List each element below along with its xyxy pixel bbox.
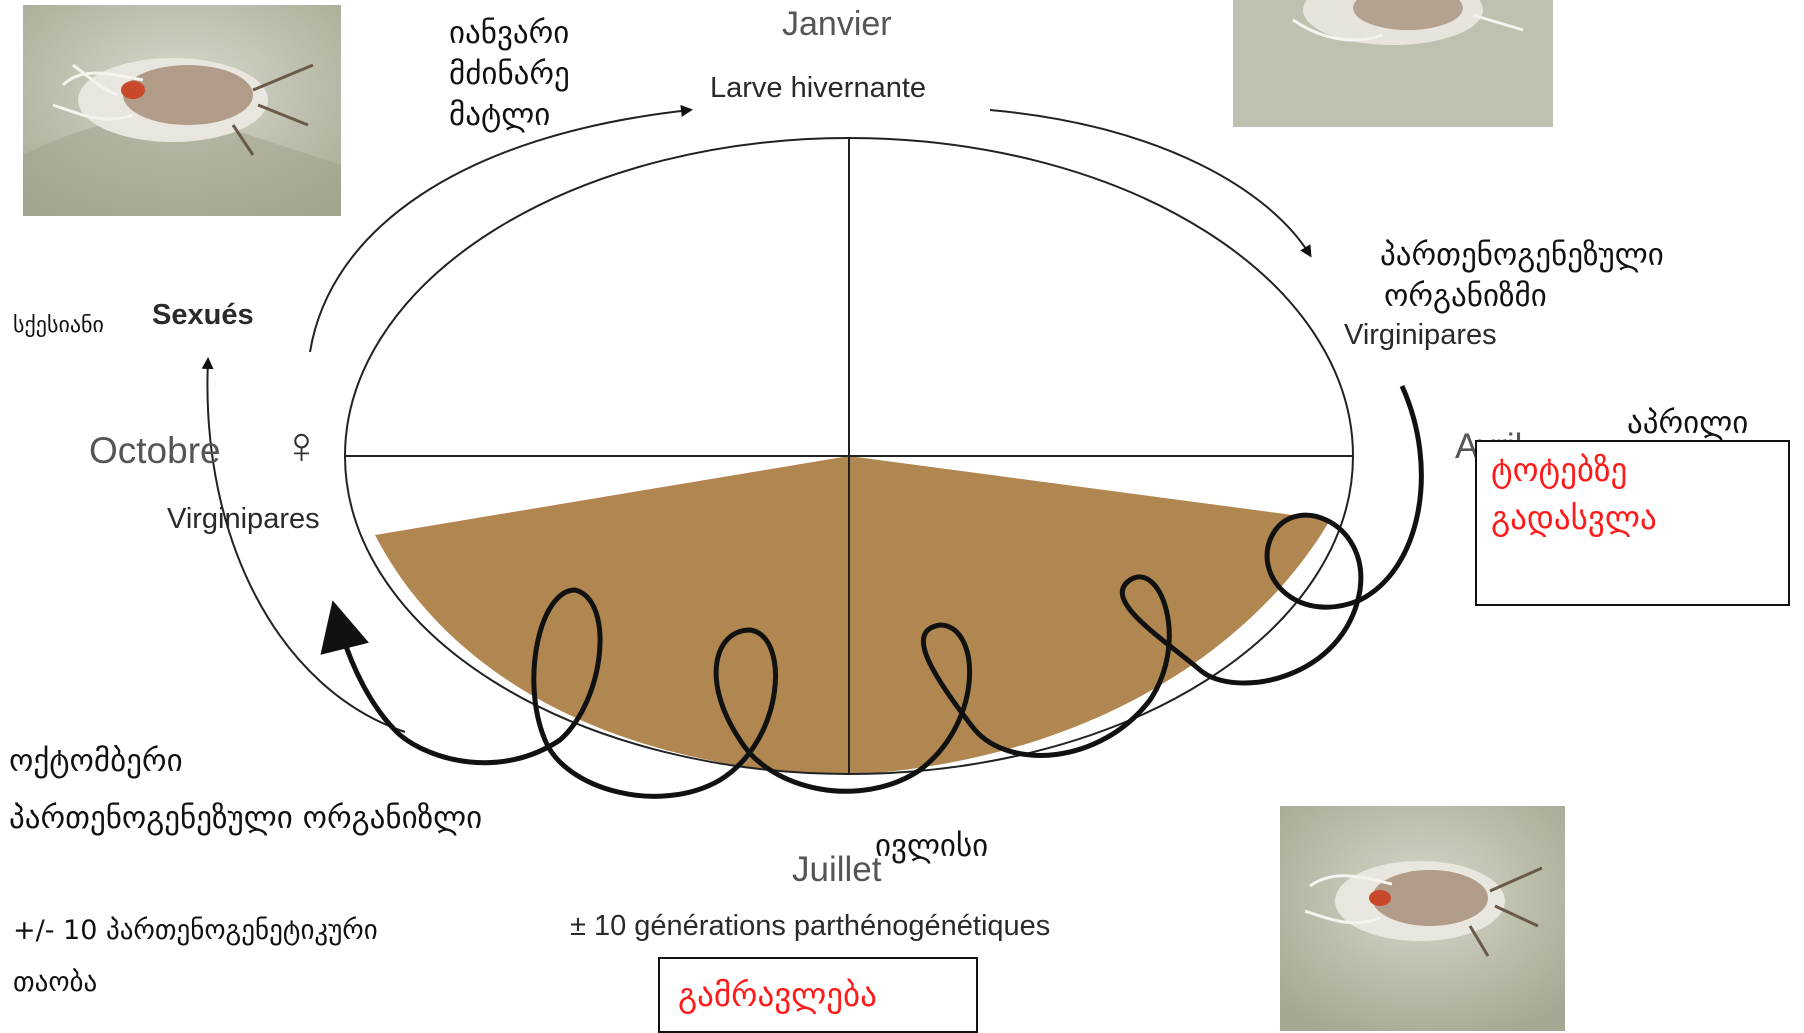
label-october-geo: ოქტომბერი პართენოგენეზული ორგანიზლი — [9, 733, 482, 847]
label-generations-fr: ± 10 générations parthénogénétiques — [570, 910, 1050, 943]
label-juillet: Juillet — [792, 850, 881, 890]
label-january-geo: იანვარი მძინარე მატლი — [449, 13, 570, 136]
label-virginipares-right: Virginipares — [1344, 319, 1497, 352]
label-sexual-geo: სქესიანი — [13, 305, 104, 346]
summer-generations-area — [375, 456, 1330, 775]
label-april-geo: აპრილი — [1627, 403, 1748, 444]
label-virginipares-left: Virginipares — [167, 503, 320, 536]
arrow-jan-to-apr — [990, 110, 1310, 255]
label-octobre: Octobre — [89, 430, 221, 472]
label-larve-hivernante: Larve hivernante — [710, 72, 926, 105]
label-sexues: Sexués — [152, 299, 254, 332]
arrow-oct-to-jan — [310, 110, 690, 352]
label-reproduction: გამრავლება — [658, 957, 978, 1033]
label-to-shoots: ტოტებზე გადასვლა — [1475, 440, 1790, 606]
label-july-geo: ივლისი — [875, 826, 988, 867]
label-generations-geo: +/- 10 პართენოგენეტიკური თაობა — [13, 905, 378, 1009]
label-parthenogenetic-organism: პართენოგენეზული ორგანიზმი — [1380, 235, 1664, 317]
label-janvier: Janvier — [782, 5, 892, 44]
female-symbol-icon: ♀ — [282, 416, 321, 476]
